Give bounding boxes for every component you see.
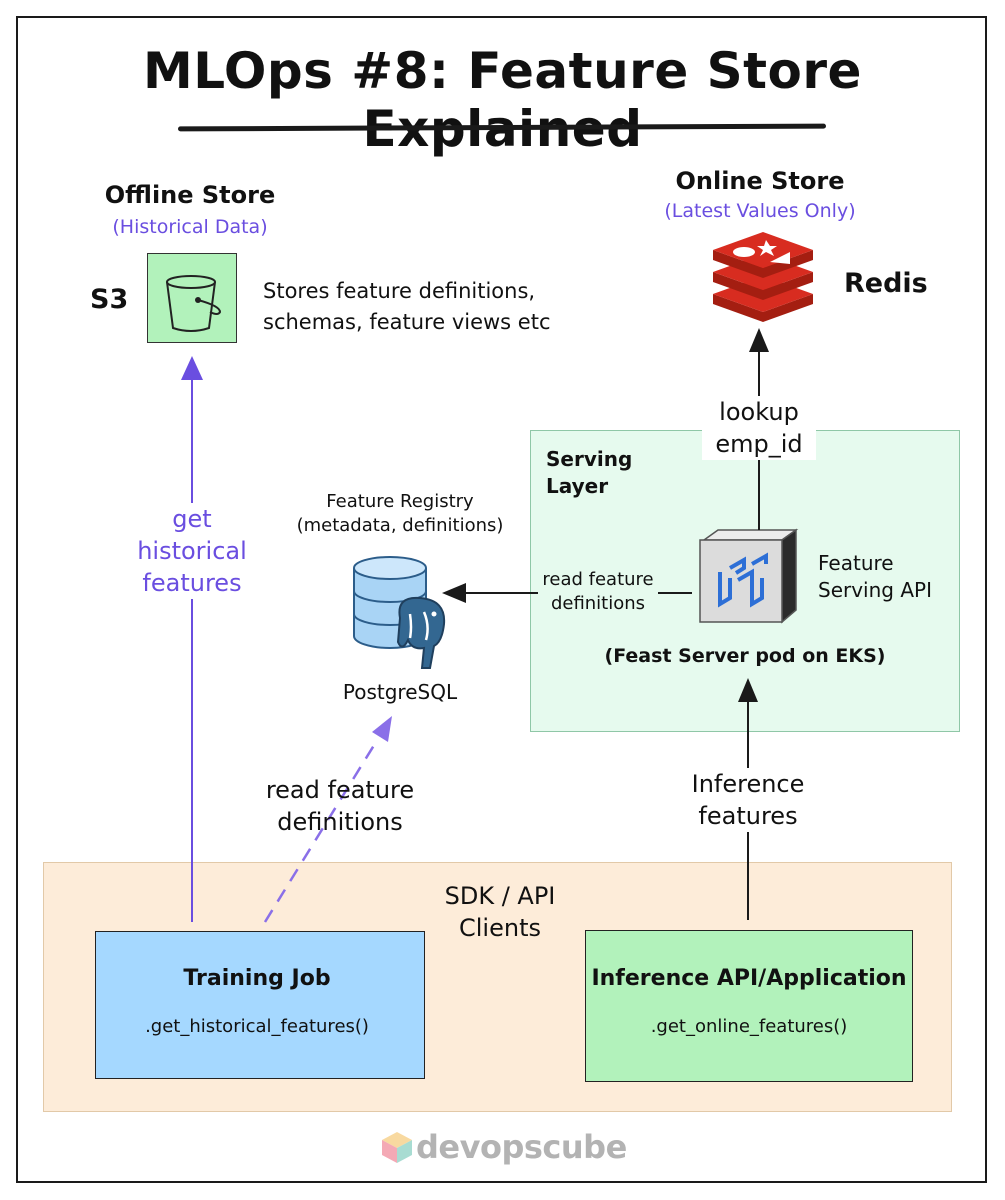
get-historical-features-label: get historical features (112, 503, 272, 599)
get-hist-line3: features (142, 569, 242, 597)
read-defs-training-line2: definitions (277, 808, 403, 836)
offline-store-title: Offline Store (104, 181, 276, 209)
inference-features-label: Inference features (670, 768, 826, 832)
get-hist-line2: historical (137, 537, 247, 565)
inference-app-title: Inference API/Application (591, 966, 907, 991)
serving-label-line2: Layer (546, 474, 609, 498)
lookup-arrowhead (749, 328, 769, 352)
inference-features-arrowhead (738, 678, 758, 702)
postgresql-label: PostgreSQL (342, 680, 458, 704)
sdk-label-line1: SDK / API (444, 882, 556, 910)
read-defs-training-line1: read feature (265, 776, 415, 804)
feature-serving-line1: Feature (818, 551, 894, 575)
read-defs-training-arrow-line (263, 741, 378, 923)
redis-icon (713, 232, 813, 322)
get-hist-line1: get (172, 505, 212, 533)
postgresql-icon (353, 556, 446, 669)
lookup-line2: emp_id (715, 430, 803, 458)
devopscube-brand: devopscube (416, 1128, 627, 1166)
read-defs-serving-label: read feature definitions (538, 568, 658, 616)
feature-registry-label: Feature Registry (metadata, definitions) (280, 490, 520, 538)
online-store-title: Online Store (675, 167, 845, 195)
redis-label: Redis (844, 268, 928, 299)
devopscube-cube-icon (382, 1132, 412, 1163)
training-job-code: .get_historical_features() (145, 1016, 369, 1037)
online-store-subtitle: (Latest Values Only) (664, 200, 856, 222)
feature-serving-api-label: Feature Serving API (818, 550, 932, 604)
feature-serving-line2: Serving API (818, 578, 932, 602)
offline-store-description: Stores feature definitions, schemas, fea… (263, 276, 563, 338)
sdk-label-line2: Clients (459, 914, 541, 942)
inference-app-code: .get_online_features() (650, 1016, 848, 1037)
read-defs-serving-arrowhead (442, 583, 466, 603)
inference-line1: Inference (691, 770, 805, 798)
read-defs-training-label: read feature definitions (245, 774, 435, 838)
inference-line2: features (698, 802, 798, 830)
bucket-icon (166, 275, 222, 332)
read-defs-serving-line1: read feature (542, 569, 654, 590)
read-defs-training-arrowhead (372, 716, 392, 742)
serving-layer-label: Serving Layer (546, 446, 632, 500)
training-job-title: Training Job (183, 966, 331, 991)
s3-bucket-box (147, 253, 237, 343)
feast-pod-label: (Feast Server pod on EKS) (604, 645, 886, 667)
feast-cube-icon (699, 528, 799, 624)
read-defs-serving-line2: definitions (550, 593, 646, 614)
get-historical-arrowhead (181, 356, 203, 380)
sdk-clients-label: SDK / API Clients (400, 880, 600, 944)
offline-description-line1: Stores feature definitions, (263, 279, 536, 303)
registry-title-line2: (metadata, definitions) (296, 515, 504, 536)
training-job-box (95, 931, 425, 1079)
inference-app-box (585, 930, 913, 1082)
offline-description-line2: schemas, feature views etc (263, 310, 551, 334)
lookup-emp-id-label: lookup emp_id (702, 396, 816, 460)
lookup-line1: lookup (719, 398, 799, 426)
serving-label-line1: Serving (546, 447, 633, 471)
s3-label: S3 (90, 284, 129, 315)
offline-store-subtitle: (Historical Data) (112, 216, 268, 238)
registry-title-line1: Feature Registry (326, 491, 474, 512)
